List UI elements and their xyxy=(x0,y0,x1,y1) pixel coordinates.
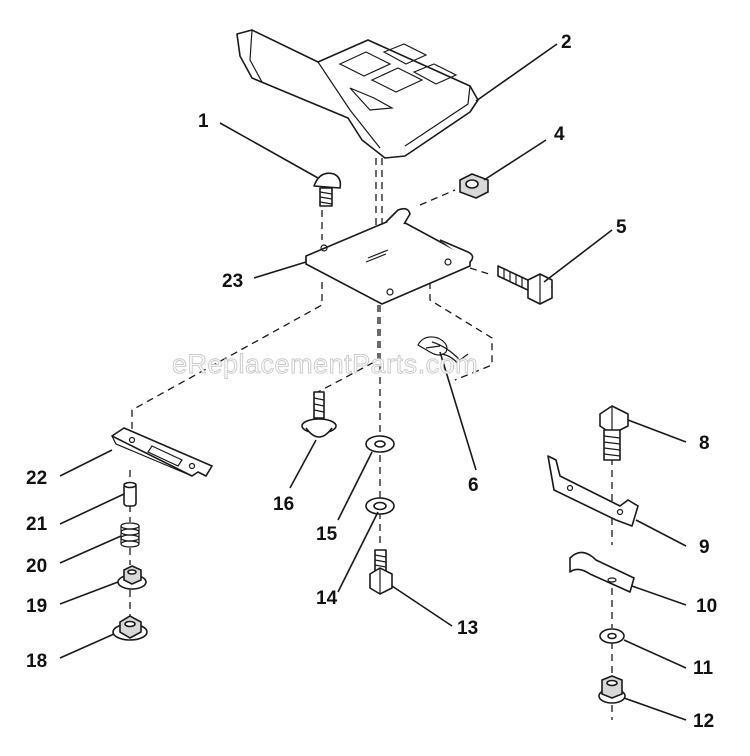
spring-part xyxy=(120,522,140,548)
callout-leaders xyxy=(59,43,687,721)
flange-nut-part xyxy=(117,565,147,590)
angle-bracket-part xyxy=(547,455,639,527)
washer-part xyxy=(599,628,625,644)
clip-plate-part xyxy=(569,551,635,593)
callout-13: 13 xyxy=(457,618,478,639)
callout-4: 4 xyxy=(554,124,565,145)
callout-16: 16 xyxy=(273,494,294,515)
flat-washer-part xyxy=(365,435,395,453)
cap-screw-part xyxy=(599,405,629,461)
pin-part xyxy=(123,481,137,507)
callout-20: 20 xyxy=(26,556,47,577)
callout-9: 9 xyxy=(699,537,710,558)
shoulder-bolt-part xyxy=(301,391,337,438)
callout-11: 11 xyxy=(693,658,714,679)
locknut-part xyxy=(112,615,148,641)
carriage-bolt-part xyxy=(313,172,342,207)
locknut-right-part xyxy=(598,675,626,704)
callout-10: 10 xyxy=(696,596,717,617)
callout-19: 19 xyxy=(26,596,47,617)
assembly-guide-lines xyxy=(129,158,613,720)
slide-bracket-part xyxy=(111,427,213,477)
spring-clip-part xyxy=(417,336,469,365)
callout-1: 1 xyxy=(198,111,209,132)
hex-screw-part xyxy=(369,549,393,595)
nut-part xyxy=(459,173,489,199)
callout-22: 22 xyxy=(26,468,47,489)
callout-12: 12 xyxy=(693,711,714,732)
callout-18: 18 xyxy=(26,651,47,672)
watermark-text: eReplacementParts.com xyxy=(172,349,478,379)
hex-bolt-part xyxy=(497,265,553,305)
seat-part xyxy=(236,29,479,159)
callout-labels: 1 2 4 5 6 8 9 10 11 12 13 14 15 16 18 19… xyxy=(26,32,717,732)
seat-slot-pattern xyxy=(338,43,458,111)
callout-6: 6 xyxy=(468,475,479,496)
callout-14: 14 xyxy=(316,588,338,609)
callout-21: 21 xyxy=(26,514,48,535)
callout-23: 23 xyxy=(222,271,243,292)
callout-5: 5 xyxy=(616,217,627,238)
callout-15: 15 xyxy=(316,524,338,545)
lock-washer-part xyxy=(365,497,395,515)
seat-mounting-plate-part xyxy=(305,207,474,305)
callout-2: 2 xyxy=(561,32,572,53)
callout-8: 8 xyxy=(699,433,710,454)
